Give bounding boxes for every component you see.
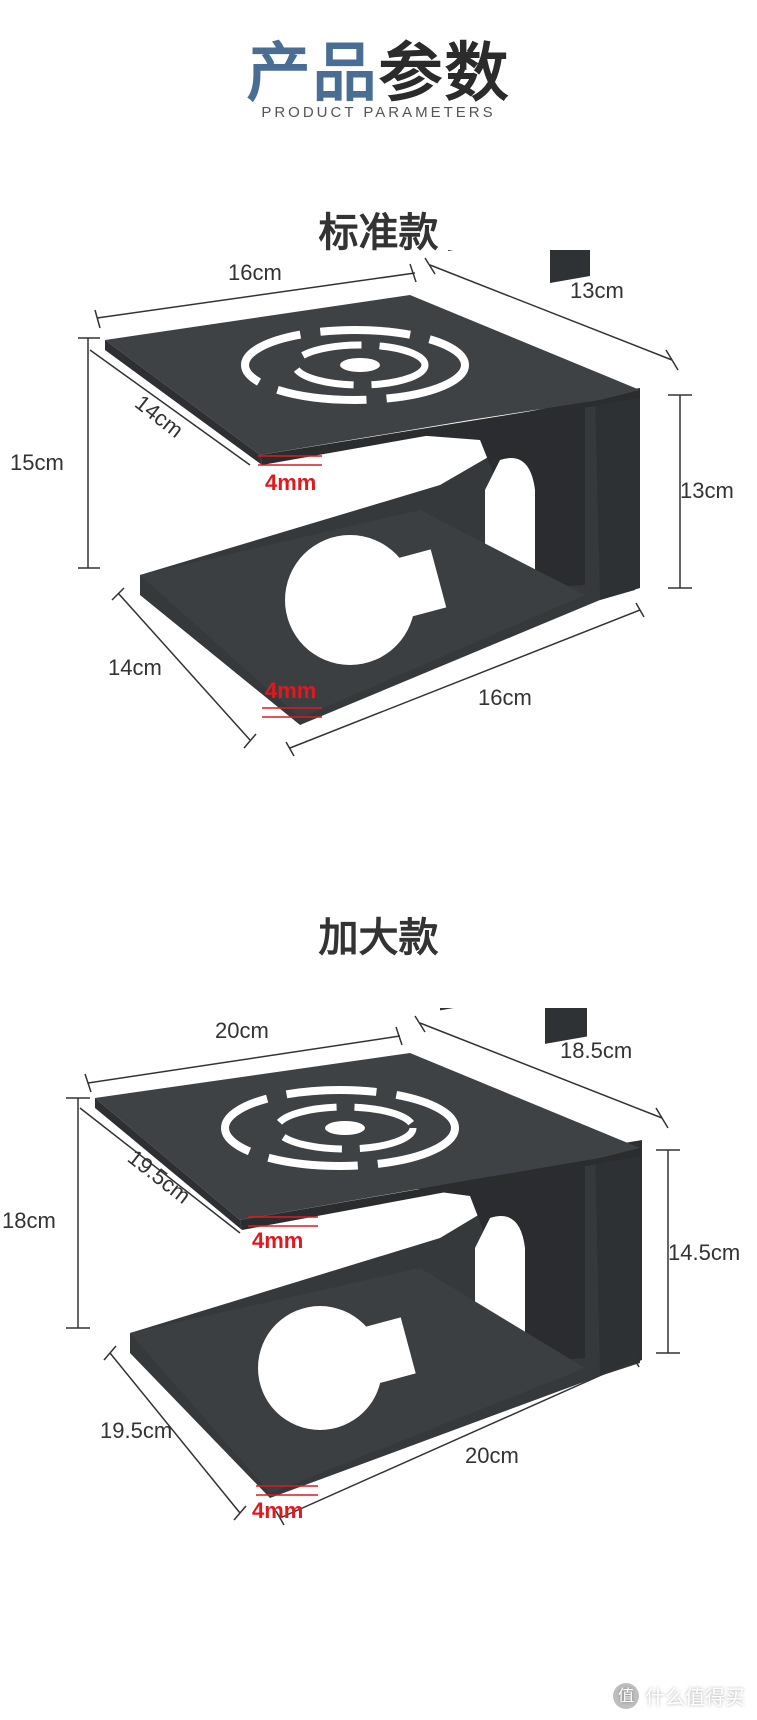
standard-thickness-markers <box>258 455 322 718</box>
large-bottom-depth-label: 19.5cm <box>100 1418 172 1443</box>
standard-bottom-thickness-label: 4mm <box>265 678 316 703</box>
standard-dimension-lines <box>78 257 692 757</box>
standard-stand-body <box>105 250 640 725</box>
large-bottom-thickness-label: 4mm <box>252 1498 303 1523</box>
title-part-blue: 产品 <box>246 37 379 111</box>
standard-stand-drawing: 16cm 13cm 15cm 14cm 4mm 13cm 14cm 4mm 16… <box>10 250 734 757</box>
site-watermark: 值 什么值得买 <box>613 1681 745 1710</box>
watermark-logo-icon: 值 <box>613 1682 639 1709</box>
large-thickness-markers <box>248 1216 318 1496</box>
standard-bottom-depth-label: 14cm <box>108 655 162 680</box>
large-top-depth-label: 18.5cm <box>560 1038 632 1063</box>
standard-bottom-width-label: 16cm <box>478 685 532 710</box>
large-top-width-label: 20cm <box>215 1018 269 1043</box>
page-title: 产品参数 <box>0 22 757 114</box>
standard-total-height-label: 15cm <box>10 450 64 475</box>
standard-inner-height-label: 13cm <box>680 478 734 503</box>
standard-top-thickness-label: 4mm <box>265 470 316 495</box>
page-subtitle: PRODUCT PARAMETERS <box>261 104 496 121</box>
watermark-text: 什么值得买 <box>645 1685 745 1709</box>
standard-top-width-label: 16cm <box>228 260 282 285</box>
title-part-dark: 参数 <box>378 37 511 111</box>
large-bottom-width-label: 20cm <box>465 1443 519 1468</box>
large-section-title: 加大款 <box>318 915 439 961</box>
large-stand-body <box>95 1008 642 1498</box>
large-top-thickness-label: 4mm <box>252 1228 303 1253</box>
large-stand-drawing: 20cm 18.5cm 18cm 19.5cm 4mm 14.5cm 19.5c… <box>2 1008 740 1526</box>
large-total-height-label: 18cm <box>2 1208 56 1233</box>
large-inner-height-label: 14.5cm <box>668 1240 740 1265</box>
large-dimension-lines <box>66 1015 680 1526</box>
standard-section-title: 标准款 <box>318 210 439 256</box>
standard-top-depth-label: 13cm <box>570 278 624 303</box>
